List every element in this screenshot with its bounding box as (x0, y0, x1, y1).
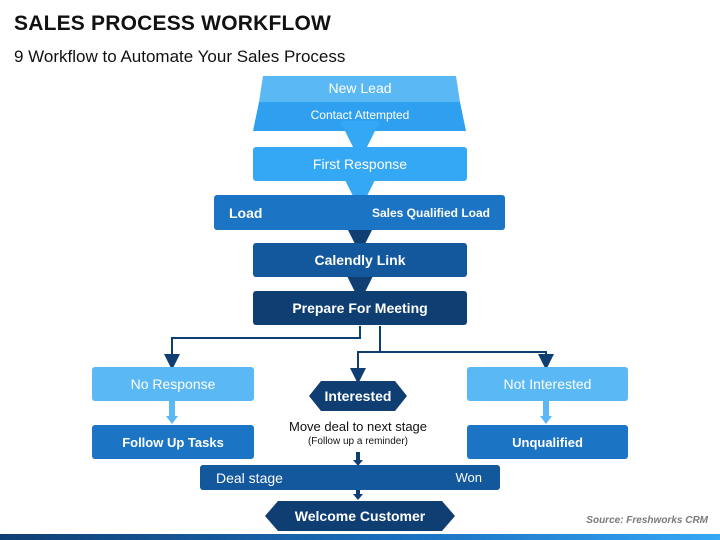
reminder-note: (Follow up a reminder) (307, 436, 409, 447)
calendly-link-box[interactable]: Calendly Link (253, 243, 467, 277)
unqualified-box[interactable]: Unqualified (467, 425, 628, 459)
page-subtitle: 9 Workflow to Automate Your Sales Proces… (14, 47, 346, 66)
follow-up-tasks-box[interactable]: Follow Up Tasks (92, 425, 254, 459)
new-lead-label: New Lead (328, 80, 392, 96)
page-title: SALES PROCESS WORKFLOW (14, 12, 332, 35)
prepare-meeting-box[interactable]: Prepare For Meeting (253, 291, 467, 325)
source-credit: Source: Freshworks CRM (586, 515, 708, 526)
bottom-accent-bar (0, 534, 720, 540)
load-qualification-bar[interactable]: Load Sales Qualified Load (214, 195, 505, 230)
no-response-box[interactable]: No Response (92, 367, 254, 401)
welcome-hexagon-shape (265, 501, 455, 531)
won-label: Won (455, 470, 483, 485)
funnel-bottom-shape (253, 102, 466, 131)
deal-stage-bar[interactable]: Deal stage Won (200, 465, 500, 490)
move-deal-note: Move deal to next stage (288, 419, 428, 434)
sales-qualified-label: Sales Qualified Load (371, 205, 490, 220)
contact-attempted-label: Contact Attempted (310, 108, 410, 122)
deal-stage-label: Deal stage (216, 469, 283, 486)
funnel-top-shape (259, 76, 460, 102)
interested-box[interactable]: Interested (324, 388, 392, 404)
not-interested-box[interactable]: Not Interested (467, 367, 628, 401)
load-label: Load (229, 204, 263, 221)
interested-hexagon-shape (309, 381, 407, 411)
welcome-customer-box[interactable]: Welcome Customer (294, 508, 426, 524)
first-response-box[interactable]: First Response (253, 147, 467, 181)
